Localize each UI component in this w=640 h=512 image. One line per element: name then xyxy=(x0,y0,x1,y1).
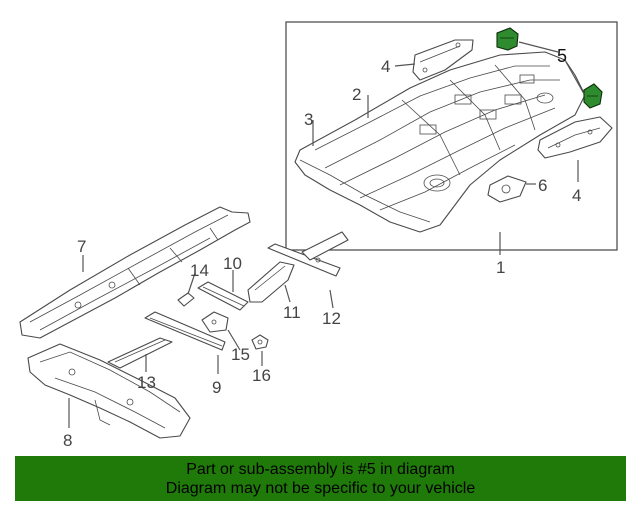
callout-2: 2 xyxy=(352,85,361,104)
part-16-nut xyxy=(251,334,269,350)
rear-floor-pan xyxy=(294,51,586,233)
callout-15: 15 xyxy=(231,345,250,364)
part-9-bar xyxy=(144,311,226,351)
parts-diagram: 1 2 3 4 4 5 6 7 8 9 10 11 12 13 14 15 16 xyxy=(19,21,618,450)
info-banner: Part or sub-assembly is #5 in diagram Di… xyxy=(15,456,626,501)
callout-13: 13 xyxy=(137,373,156,392)
banner-line-disclaimer: Diagram may not be specific to your vehi… xyxy=(165,480,476,497)
callout-12: 12 xyxy=(322,309,341,328)
leader-lines xyxy=(68,41,585,428)
part-15-mount xyxy=(201,311,229,333)
callout-3: 3 xyxy=(304,110,313,129)
callout-8: 8 xyxy=(63,431,72,450)
part-8-side-frame xyxy=(27,343,191,439)
callout-9: 9 xyxy=(212,378,221,397)
callout-1: 1 xyxy=(496,258,505,277)
callout-11: 11 xyxy=(283,303,301,322)
callout-5: 5 xyxy=(557,46,567,66)
banner-line-part: Part or sub-assembly is #5 in diagram xyxy=(186,461,455,478)
part-14-small-bracket xyxy=(177,292,195,307)
part-12-t-bracket xyxy=(267,231,349,277)
callout-10: 10 xyxy=(223,254,242,273)
part-13-reinforcement xyxy=(107,337,173,369)
part-6-plate xyxy=(487,175,527,203)
part-11-channel xyxy=(247,261,295,303)
part-4-upper-bracket xyxy=(412,39,474,81)
part-7-crossmember xyxy=(19,206,251,339)
callout-6: 6 xyxy=(538,176,547,195)
callout-4-upper: 4 xyxy=(381,57,390,76)
callout-16: 16 xyxy=(252,366,271,385)
part-5-highlighted-bracket xyxy=(496,27,603,109)
callout-4-lower: 4 xyxy=(572,186,581,205)
part-10-bracket xyxy=(197,281,249,311)
assembly-inset-box xyxy=(285,21,618,251)
part-4-lower-panel xyxy=(537,116,613,159)
callout-14: 14 xyxy=(190,261,209,280)
callout-7: 7 xyxy=(77,237,86,256)
